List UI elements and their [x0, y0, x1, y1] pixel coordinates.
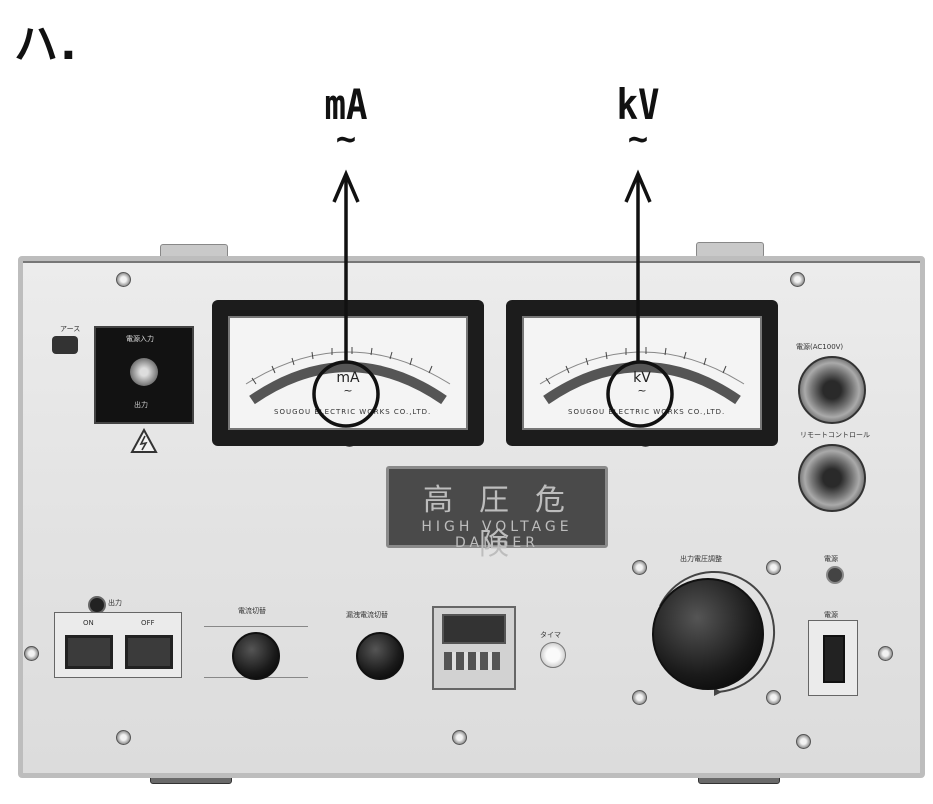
power-switch-housing [808, 620, 858, 696]
output-on-button[interactable] [65, 635, 113, 669]
screw [632, 560, 647, 575]
on-label: ON [83, 619, 94, 627]
voltage-dial-scale-icon [659, 571, 776, 696]
ma-callout-circle [312, 360, 380, 428]
ammeter-face: mA ~ SOUGOU ELECTRIC WORKS CO.,LTD. [228, 316, 468, 430]
timer-display [442, 614, 506, 644]
power-input-label: 電源(AC100V) [796, 343, 844, 351]
output-voltage-label: 出力電圧調整 [680, 555, 722, 563]
output-switch-box: ON OFF [54, 612, 182, 678]
timer-unit [432, 606, 516, 690]
voltmeter-face: kV ~ SOUGOU ELECTRIC WORKS CO.,LTD. [522, 316, 762, 430]
timer-label: タイマ [540, 631, 561, 639]
plate-english-text: HIGH VOLTAGE DANGER [421, 519, 573, 551]
screw [878, 646, 893, 661]
voltmeter-scale-icon [539, 347, 745, 405]
earth-label: アース [60, 325, 81, 333]
ammeter-frame: mA ~ SOUGOU ELECTRIC WORKS CO.,LTD. [212, 300, 484, 446]
high-voltage-warning-icon [130, 428, 158, 453]
voltmeter-frame: kV ~ SOUGOU ELECTRIC WORKS CO.,LTD. [506, 300, 778, 446]
ma-arrowhead-icon [332, 169, 360, 203]
high-voltage-danger-plate: 高圧危険 HIGH VOLTAGE DANGER [386, 466, 608, 562]
callout-ma-ac-symbol: ~ [335, 119, 357, 159]
current-select-label: 電流切替 [238, 607, 266, 615]
lamp-label: 電源 [824, 555, 838, 563]
voltmeter-ac-symbol: ~ [637, 384, 647, 397]
output-switch-label: 出力 [108, 599, 122, 607]
remote-socket[interactable] [798, 444, 866, 512]
plate-japanese-text: 高圧危険 [423, 483, 591, 562]
callout-kv-ac-symbol: ~ [627, 119, 649, 159]
output-off-button[interactable] [125, 635, 173, 669]
output-voltage-dial[interactable] [652, 578, 764, 690]
screw [796, 734, 811, 749]
connector-label: 出力 [134, 401, 148, 409]
callout-ma-unit: mA [324, 80, 368, 129]
screw [24, 646, 39, 661]
ammeter-ac-symbol: ~ [343, 384, 353, 397]
screw [116, 730, 131, 745]
voltmeter-unit-label: kV [633, 370, 651, 386]
ammeter-maker: SOUGOU ELECTRIC WORKS CO.,LTD. [274, 408, 432, 416]
callout-kv-unit: kV [616, 80, 660, 129]
screw [766, 560, 781, 575]
power-switch[interactable] [823, 635, 845, 683]
power-input-socket[interactable] [798, 356, 866, 424]
input-terminal-block: 電源入力 出力 [94, 326, 194, 424]
leak-current-knob[interactable] [356, 632, 404, 680]
question-label: ハ. [14, 19, 79, 70]
off-label: OFF [141, 619, 155, 627]
input-terminal-label: 電源入力 [126, 335, 154, 343]
remote-label: リモートコントロール [800, 431, 870, 439]
screw [452, 730, 467, 745]
ammeter-unit-label: mA [336, 370, 360, 386]
ammeter-scale-icon [245, 347, 451, 405]
voltmeter-maker: SOUGOU ELECTRIC WORKS CO.,LTD. [568, 408, 726, 416]
output-connector[interactable] [130, 358, 158, 386]
screw [766, 690, 781, 705]
earth-terminal[interactable] [52, 336, 78, 354]
leak-select-label: 漏洩電流切替 [346, 611, 388, 619]
timer-button[interactable] [540, 642, 566, 668]
screw [790, 272, 805, 287]
kv-callout-circle [606, 360, 674, 428]
power-indicator-lamp [826, 566, 844, 584]
kv-arrowhead-icon [624, 169, 652, 203]
screw [116, 272, 131, 287]
screw [632, 690, 647, 705]
current-range-knob[interactable] [232, 632, 280, 680]
timer-digit-switches[interactable] [444, 652, 500, 670]
power-switch-label: 電源 [824, 611, 838, 619]
